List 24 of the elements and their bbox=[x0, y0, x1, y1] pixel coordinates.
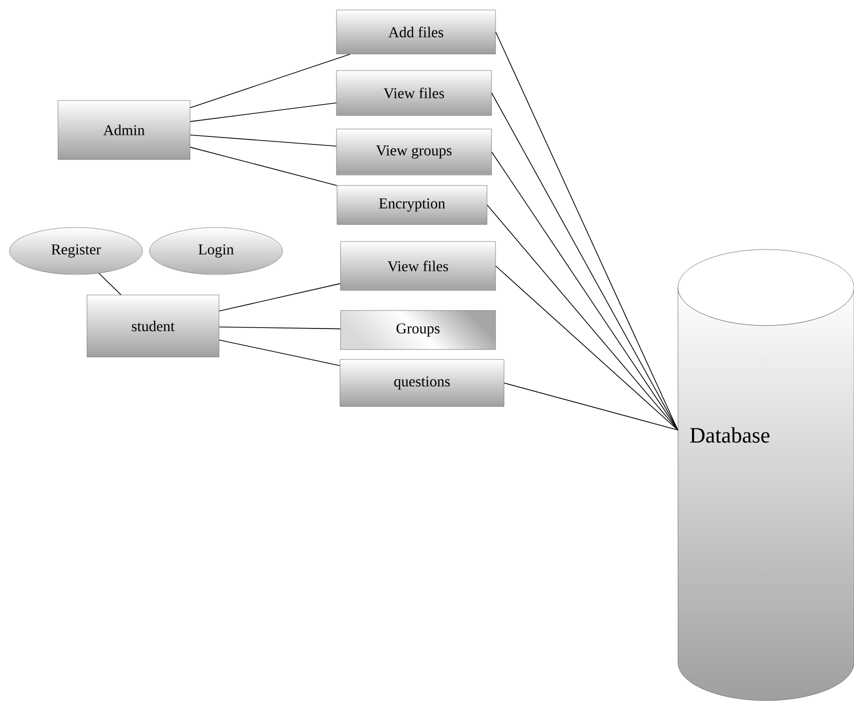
connector-line bbox=[486, 204, 678, 430]
connector-line bbox=[190, 146, 338, 186]
connector-line bbox=[491, 92, 678, 430]
connector-line bbox=[98, 272, 122, 296]
connector-line bbox=[491, 152, 678, 430]
connector-line bbox=[495, 266, 678, 430]
process-box: Encryption bbox=[336, 185, 488, 225]
connector-line bbox=[218, 326, 341, 330]
process-box: questions bbox=[340, 359, 504, 407]
process-box: Add files bbox=[336, 10, 496, 54]
database-cylinder: Database bbox=[678, 249, 854, 701]
process-box: Admin bbox=[58, 100, 190, 160]
process-box: View files bbox=[340, 241, 496, 291]
connector-line bbox=[218, 283, 341, 312]
connector-line bbox=[504, 382, 678, 430]
connector-line bbox=[190, 54, 350, 108]
process-box: student bbox=[86, 294, 220, 358]
process-box: View files bbox=[336, 70, 492, 116]
process-box: Groups bbox=[340, 310, 496, 350]
process-box: View groups bbox=[336, 128, 492, 176]
connector-line bbox=[190, 134, 337, 147]
connector-line bbox=[218, 340, 340, 366]
connector-line bbox=[190, 102, 337, 122]
connector-line bbox=[495, 32, 678, 430]
